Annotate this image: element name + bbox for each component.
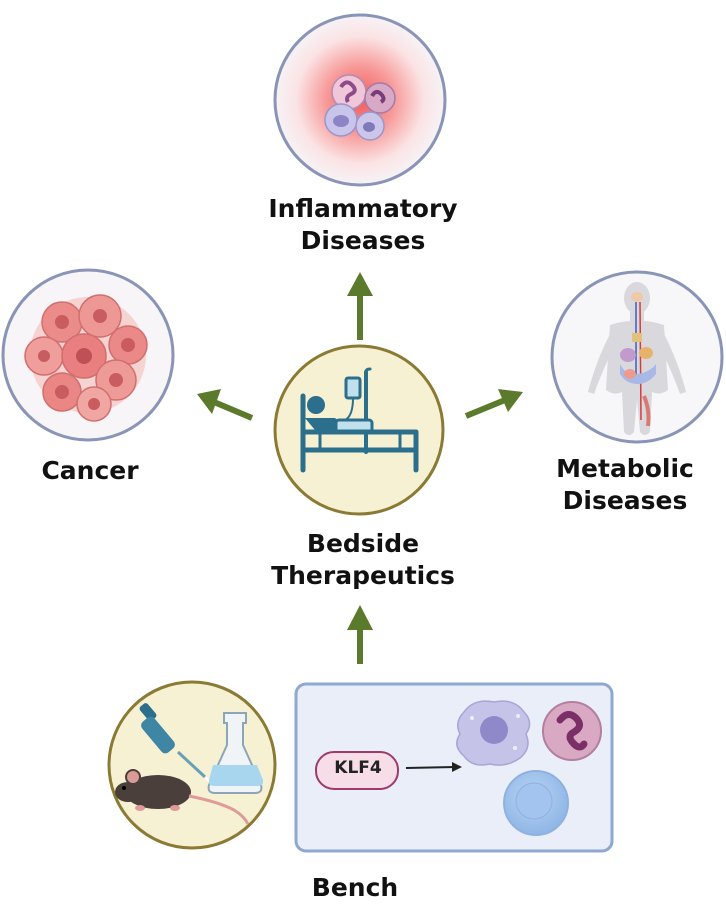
arrow-to-metabolic: [464, 389, 523, 419]
human-body-organs-icon: [588, 282, 686, 435]
neutrophil-icon: [542, 701, 602, 761]
klf4-arrow: [405, 762, 462, 772]
macrophage-icon: [456, 700, 531, 766]
arrow-bench-to-bedside: [347, 605, 373, 664]
flask-icon: [207, 712, 264, 794]
arrow-to-inflammatory: [347, 272, 373, 340]
inflammatory-line1: Inflammatory: [268, 194, 458, 223]
hospital-bed-iv-icon: [300, 367, 419, 473]
bedside-therapeutics-label: Bedside Therapeutics: [213, 528, 513, 592]
metabolic-icon: [550, 270, 724, 444]
arrow-to-cancer: [197, 389, 254, 421]
lab-icon: [107, 680, 277, 850]
lymphocyte-icon: [503, 770, 569, 836]
bedside-line1: Bedside: [306, 529, 420, 558]
bench-text: Bench: [311, 873, 399, 902]
inflammatory-line2: Diseases: [300, 226, 426, 255]
inflammatory-icon: [273, 13, 447, 187]
tumor-cell-cluster-icon: [24, 294, 148, 422]
inflamed-immune-cells-icon: [324, 74, 396, 141]
inflammatory-diseases-label: Inflammatory Diseases: [213, 193, 513, 257]
metabolic-diseases-label: Metabolic Diseases: [530, 453, 720, 517]
bedside-icon: [273, 344, 445, 516]
mouse-icon: [115, 769, 250, 825]
metabolic-line1: Metabolic: [556, 454, 694, 483]
cancer-icon: [1, 268, 175, 442]
klf4-pill: [315, 751, 399, 790]
bedside-line2: Therapeutics: [271, 561, 455, 590]
bench-label: Bench: [280, 872, 430, 904]
metabolic-line2: Diseases: [562, 486, 688, 515]
klf4-label: KLF4: [334, 758, 382, 778]
cancer-label: Cancer: [20, 455, 160, 487]
cancer-line1: Cancer: [41, 456, 139, 485]
cell-panel: [294, 682, 614, 853]
